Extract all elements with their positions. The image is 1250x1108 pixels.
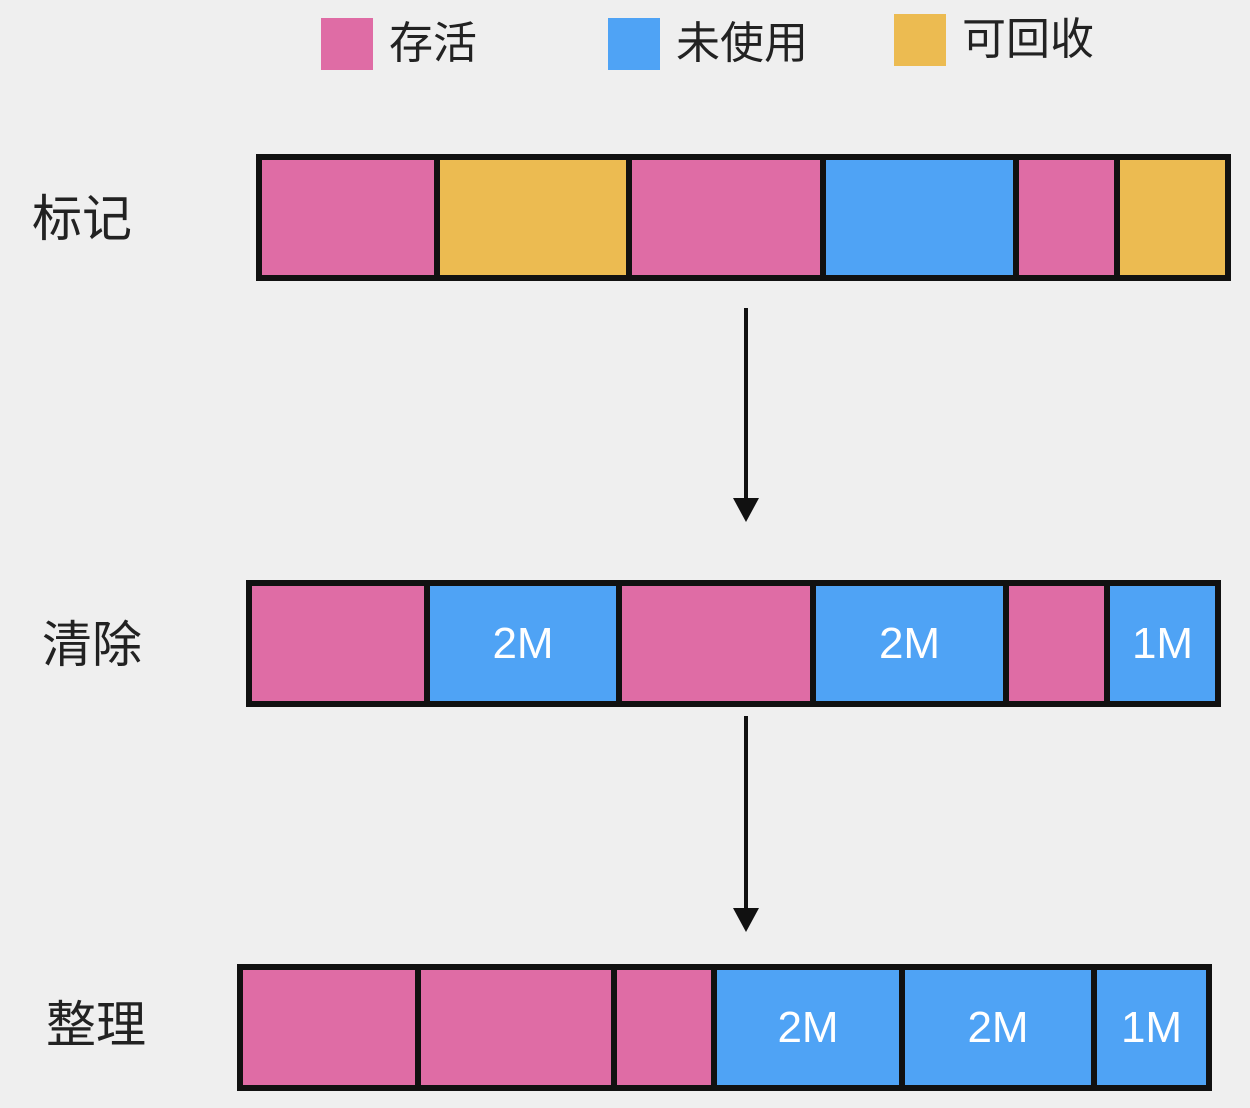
legend-label-unused: 未使用 xyxy=(676,18,808,69)
legend-item-alive: 存活 xyxy=(321,14,477,74)
legend-item-unused: 未使用 xyxy=(608,14,808,74)
legend-swatch-alive xyxy=(321,18,373,70)
memory-block-reclaimable xyxy=(440,160,626,275)
legend-swatch-reclaimable xyxy=(894,14,946,66)
memory-bar-mark xyxy=(256,154,1231,281)
legend-swatch-unused xyxy=(608,18,660,70)
memory-block-alive xyxy=(617,970,711,1085)
legend-label-reclaimable: 可回收 xyxy=(962,14,1094,65)
row-label-mark: 标记 xyxy=(32,190,132,248)
legend-item-reclaimable: 可回收 xyxy=(894,10,1094,70)
memory-bar-sweep: 2M 2M 1M xyxy=(246,580,1221,707)
memory-block-reclaimable xyxy=(1120,160,1225,275)
memory-block-unused: 2M xyxy=(905,970,1091,1085)
memory-block-unused: 1M xyxy=(1097,970,1206,1085)
memory-block-alive xyxy=(1009,586,1104,701)
memory-block-alive xyxy=(632,160,820,275)
memory-block-unused: 2M xyxy=(717,970,899,1085)
memory-block-alive xyxy=(252,586,424,701)
arrow-down-icon xyxy=(733,308,759,522)
memory-block-unused: 2M xyxy=(816,586,1003,701)
memory-block-alive xyxy=(262,160,434,275)
memory-block-unused xyxy=(826,160,1013,275)
memory-block-unused: 2M xyxy=(430,586,616,701)
row-label-sweep: 清除 xyxy=(42,616,142,674)
memory-block-alive xyxy=(421,970,611,1085)
legend-label-alive: 存活 xyxy=(389,18,477,69)
memory-bar-compact: 2M 2M 1M xyxy=(237,964,1212,1091)
memory-block-alive xyxy=(243,970,415,1085)
memory-block-alive xyxy=(622,586,810,701)
row-label-compact: 整理 xyxy=(46,996,146,1054)
arrow-down-icon xyxy=(733,716,759,932)
memory-block-unused: 1M xyxy=(1110,586,1215,701)
memory-block-alive xyxy=(1019,160,1114,275)
